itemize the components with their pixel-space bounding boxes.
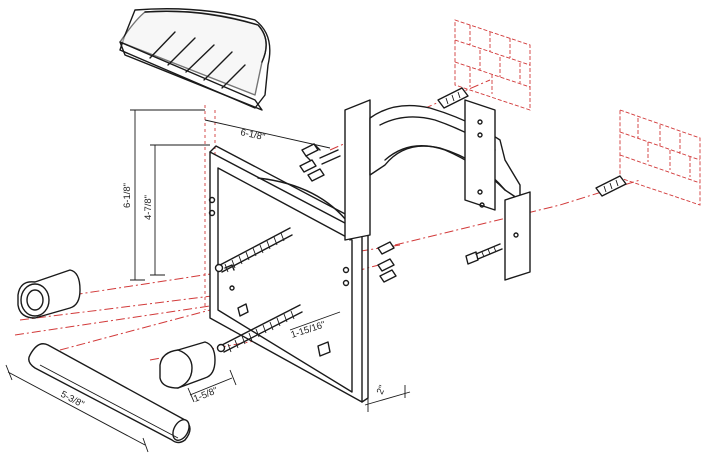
small-screws	[299, 143, 397, 283]
dim-width-top-label: 6-1/8"	[239, 127, 266, 143]
wall-bracket	[344, 99, 531, 281]
dim-height-outer-label: 6-1/8"	[122, 183, 133, 208]
dimension-heights: 6-1/8" 4-7/8"	[122, 109, 210, 281]
brick-wall-right	[619, 109, 701, 206]
towel-bar	[28, 343, 191, 444]
threaded-rods	[214, 227, 303, 353]
end-post-left	[17, 269, 81, 319]
end-post-right	[159, 341, 216, 389]
soap-dish	[119, 8, 271, 111]
dim-post-length-label: 1-5/8"	[192, 385, 219, 405]
mounting-frame	[208, 145, 369, 403]
dim-depth-base-label: 2"	[375, 384, 389, 396]
wall-anchors	[437, 87, 627, 265]
dim-height-inner-label: 4-7/8"	[143, 195, 154, 220]
dimension-top-width: 6-1/8"	[204, 119, 331, 149]
brick-wall-left	[454, 19, 531, 111]
